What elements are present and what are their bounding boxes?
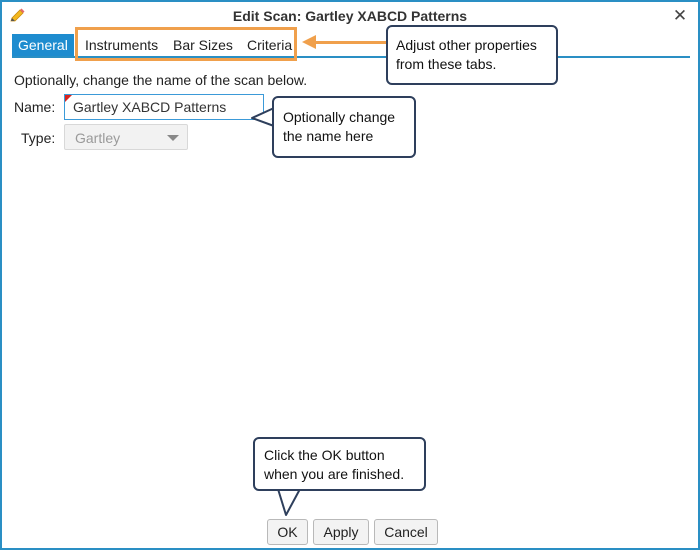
type-select-value: Gartley [75,130,121,146]
pencil-icon [10,8,25,22]
type-select[interactable]: Gartley [64,124,188,150]
title-bar: Edit Scan: Gartley XABCD Patterns ✕ [2,2,698,32]
chevron-down-icon [167,135,179,141]
instructions-text: Optionally, change the name of the scan … [14,72,308,88]
name-input[interactable] [64,94,264,120]
tabs-arrow-head [302,35,316,49]
tab-general[interactable]: General [12,34,74,56]
tab-criteria[interactable]: Criteria [247,37,293,53]
ok-button[interactable]: OK [267,519,308,545]
tab-bar-sizes[interactable]: Bar Sizes [173,37,233,53]
apply-button[interactable]: Apply [313,519,369,545]
tab-instruments[interactable]: Instruments [85,37,159,53]
required-marker [65,95,72,102]
tabs-highlight-box [75,27,297,61]
dialog-title: Edit Scan: Gartley XABCD Patterns [232,8,468,24]
tab-bar: General Instruments Bar Sizes Criteria [12,34,690,58]
name-label: Name: [14,99,56,115]
callout-ok: Click the OK button when you are finishe… [253,437,426,491]
type-label: Type: [21,130,56,146]
callout-ok-pointer [277,487,301,516]
tabs-arrow-line [316,41,388,44]
close-icon[interactable]: ✕ [672,6,688,25]
cancel-button[interactable]: Cancel [374,519,438,545]
callout-name: Optionally change the name here [272,96,416,158]
callout-tabs: Adjust other properties from these tabs. [386,25,558,85]
